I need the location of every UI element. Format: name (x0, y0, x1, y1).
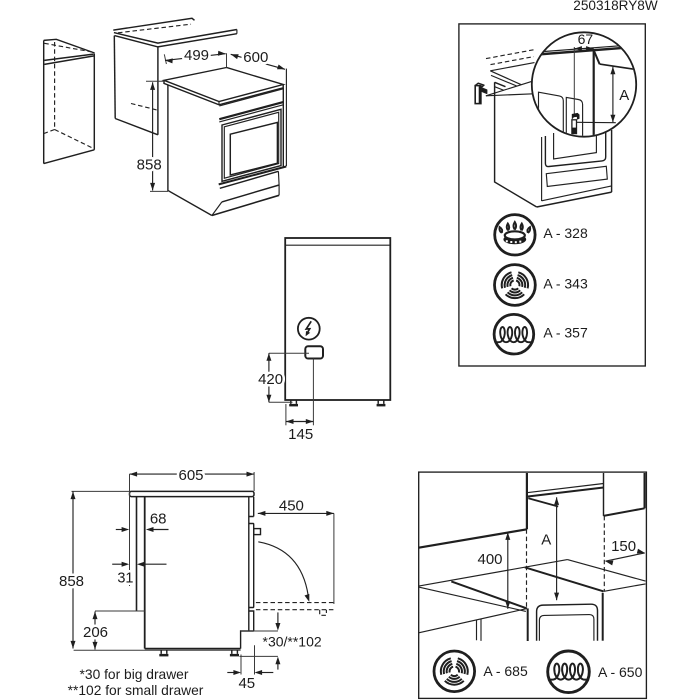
svg-text:400: 400 (477, 551, 502, 568)
svg-text:A - 650: A - 650 (598, 664, 643, 680)
svg-text:150: 150 (611, 538, 636, 555)
svg-text:**102 for small drawer: **102 for small drawer (68, 683, 204, 698)
svg-text:858: 858 (137, 157, 162, 174)
svg-text:31: 31 (117, 571, 133, 587)
svg-text:A - 357: A - 357 (543, 325, 588, 341)
svg-text:499: 499 (184, 47, 209, 64)
svg-text:67: 67 (578, 31, 594, 47)
svg-text:A - 685: A - 685 (483, 663, 528, 679)
svg-text:45: 45 (238, 675, 255, 692)
svg-text:A - 343: A - 343 (543, 275, 588, 291)
svg-text:206: 206 (83, 624, 108, 641)
svg-text:*30/**102: *30/**102 (263, 634, 322, 650)
svg-text:68: 68 (150, 510, 167, 527)
svg-text:145: 145 (288, 426, 313, 443)
svg-text:*30 for big drawer: *30 for big drawer (80, 667, 189, 682)
svg-text:A: A (541, 532, 551, 549)
svg-text:A - 328: A - 328 (543, 225, 588, 241)
svg-text:450: 450 (279, 497, 304, 514)
svg-text:605: 605 (178, 467, 203, 484)
svg-text:858: 858 (59, 573, 84, 590)
svg-text:600: 600 (243, 49, 268, 66)
svg-text:A: A (619, 87, 629, 104)
svg-text:420: 420 (258, 371, 283, 388)
svg-text:250318RY8W: 250318RY8W (573, 0, 658, 13)
